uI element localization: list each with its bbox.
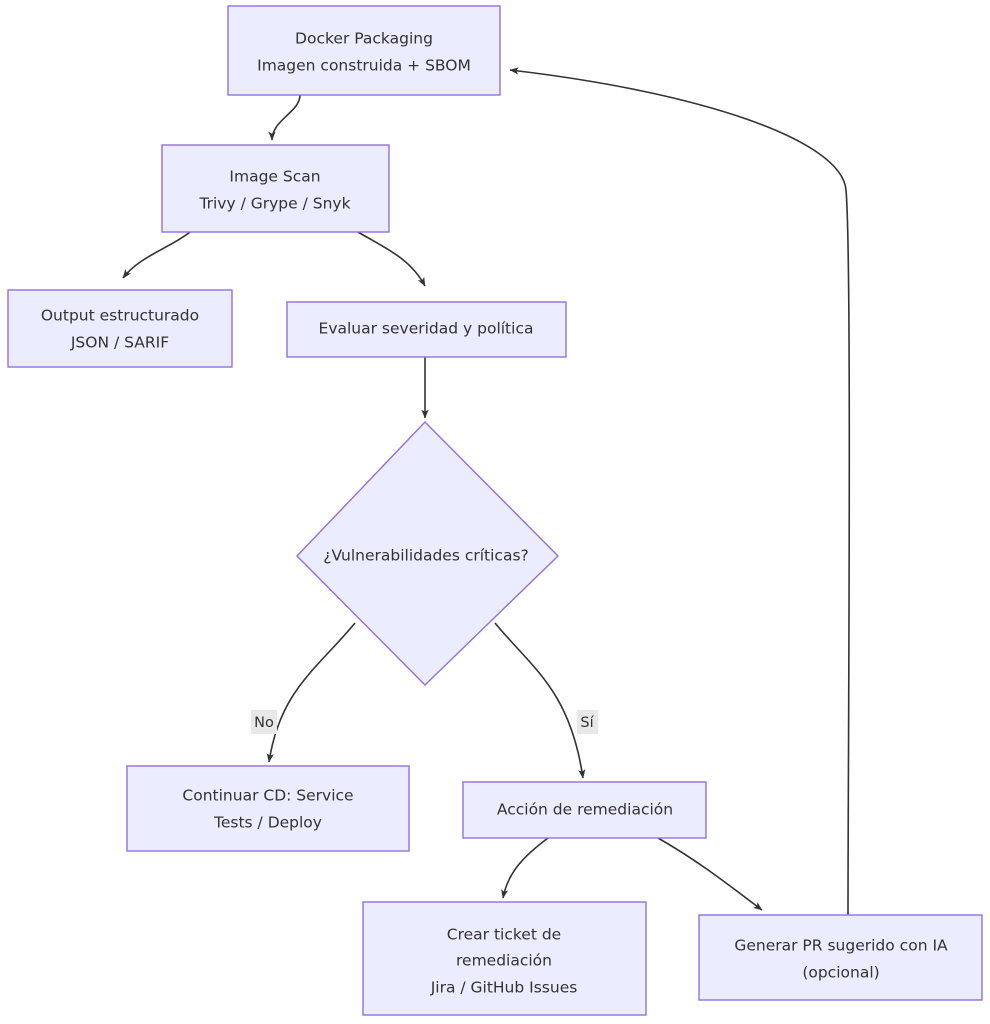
node-docker-packaging-line-1: Docker Packaging	[295, 30, 433, 48]
edge-scan-to-output	[122, 231, 191, 279]
node-docker-packaging[interactable]: Docker Packaging Imagen construida + SBO…	[227, 5, 501, 96]
edge-scan-to-evaluar	[357, 231, 426, 287]
node-crear-ticket-box[interactable]	[362, 901, 647, 1016]
node-vulnerabilidades-criticas-line-1: ¿Vulnerabilidades críticas?	[323, 547, 529, 565]
node-continuar-cd[interactable]: Continuar CD: Service Tests / Deploy	[126, 765, 410, 852]
node-accion-remediacion[interactable]: Acción de remediación	[462, 781, 707, 839]
edge-remediacion-to-pr	[657, 837, 763, 911]
edge-label-no-text: No	[254, 715, 274, 731]
node-generar-pr-box[interactable]	[698, 914, 983, 1001]
node-generar-pr[interactable]: Generar PR sugerido con IA (opcional)	[698, 914, 983, 1001]
node-evaluar-severidad[interactable]: Evaluar severidad y política	[286, 301, 567, 358]
node-generar-pr-line-2: (opcional)	[802, 964, 879, 982]
node-image-scan-line-1: Image Scan	[229, 168, 320, 186]
node-crear-ticket-line-3: Jira / GitHub Issues	[430, 979, 578, 997]
node-docker-packaging-line-2: Imagen construida + SBOM	[257, 57, 471, 75]
edges-layer	[122, 67, 851, 916]
node-accion-remediacion-box[interactable]	[462, 781, 707, 839]
node-continuar-cd-box[interactable]	[126, 765, 410, 852]
edge-decision-to-remediacion	[494, 622, 586, 779]
node-output-estructurado[interactable]: Output estructurado JSON / SARIF	[7, 289, 233, 368]
node-crear-ticket[interactable]: Crear ticket de remediación Jira / GitHu…	[362, 901, 647, 1016]
node-docker-packaging-box[interactable]	[227, 5, 501, 96]
node-output-estructurado-box[interactable]	[7, 289, 233, 368]
node-image-scan-line-2: Trivy / Grype / Snyk	[198, 195, 350, 213]
node-vulnerabilidades-criticas-decision[interactable]: ¿Vulnerabilidades críticas?	[296, 420, 559, 686]
node-image-scan-box[interactable]	[161, 144, 390, 233]
edge-docker-to-scan	[268, 94, 301, 141]
edge-pr-to-docker-feedback	[509, 67, 851, 916]
node-evaluar-severidad-box[interactable]	[286, 301, 567, 358]
node-accion-remediacion-line-1: Acción de remediación	[497, 801, 673, 819]
node-output-estructurado-line-2: JSON / SARIF	[70, 334, 169, 352]
edge-label-si-text: Sí	[580, 715, 594, 731]
nodes-layer: Docker Packaging Imagen construida + SBO…	[7, 5, 983, 1016]
node-continuar-cd-line-2: Tests / Deploy	[213, 814, 322, 832]
node-image-scan[interactable]: Image Scan Trivy / Grype / Snyk	[161, 144, 390, 233]
node-generar-pr-line-1: Generar PR sugerido con IA	[734, 937, 948, 955]
node-vulnerabilidades-criticas-diamond[interactable]	[296, 420, 559, 686]
node-crear-ticket-line-1: Crear ticket de	[447, 926, 561, 944]
edge-label-si: Sí	[577, 710, 598, 734]
node-continuar-cd-line-1: Continuar CD: Service	[182, 787, 353, 805]
edge-labels-layer: No Sí	[251, 710, 598, 734]
node-crear-ticket-line-2: remediación	[456, 952, 552, 970]
edge-label-no: No	[251, 710, 277, 734]
node-output-estructurado-line-1: Output estructurado	[41, 307, 199, 325]
edge-decision-to-continuar	[266, 622, 356, 763]
edge-remediacion-to-ticket	[501, 837, 549, 899]
node-evaluar-severidad-line-1: Evaluar severidad y política	[319, 320, 534, 338]
